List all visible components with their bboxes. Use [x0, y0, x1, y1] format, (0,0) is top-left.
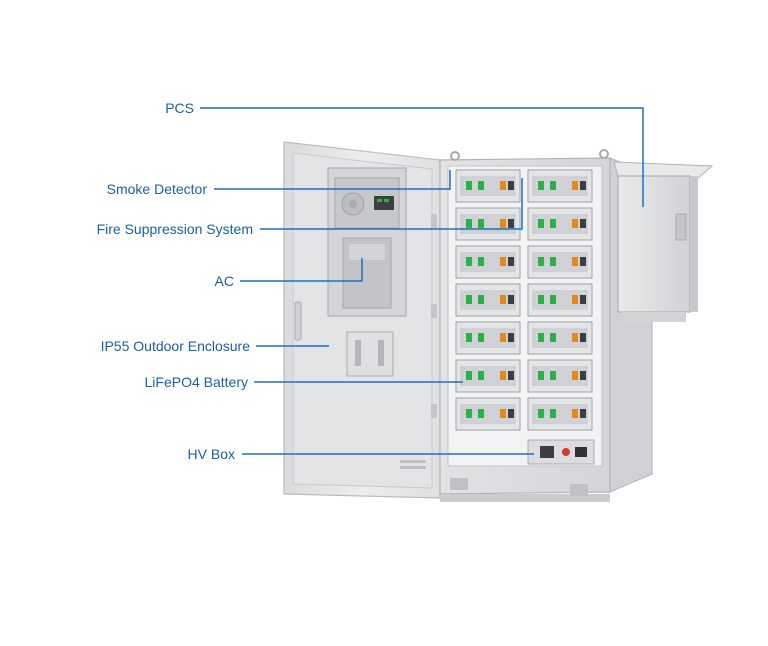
battery-module	[527, 283, 593, 317]
battery-module	[455, 207, 521, 241]
leader-ac	[240, 258, 363, 282]
battery-module	[455, 321, 521, 355]
label-battery: LiFePO4 Battery	[144, 374, 249, 390]
label-smoke-detector: Smoke Detector	[106, 181, 207, 197]
emergency-stop-icon	[562, 448, 570, 456]
label-ac: AC	[214, 273, 234, 289]
door-handle	[294, 301, 302, 341]
door-bracket	[346, 331, 394, 377]
battery-module	[455, 169, 521, 203]
battery-module	[455, 359, 521, 393]
label-enclosure: IP55 Outdoor Enclosure	[100, 338, 250, 354]
label-hv-box: HV Box	[187, 446, 235, 462]
hv-box	[527, 439, 595, 465]
leader-smoke-detector	[214, 170, 451, 190]
battery-module	[527, 207, 593, 241]
pcs-unit	[613, 161, 714, 322]
leader-fire-suppression	[260, 178, 523, 230]
label-pcs: PCS	[165, 100, 194, 116]
label-fire-suppression: Fire Suppression System	[96, 221, 253, 237]
ac-unit	[327, 167, 407, 317]
battery-module	[527, 321, 593, 355]
leader-pcs	[200, 107, 644, 207]
leader-lines	[200, 107, 644, 455]
battery-rack	[455, 169, 593, 431]
battery-module	[455, 397, 521, 431]
battery-module	[527, 169, 593, 203]
battery-module	[527, 359, 593, 393]
battery-module	[455, 245, 521, 279]
battery-module	[527, 245, 593, 279]
battery-module	[527, 397, 593, 431]
battery-module	[455, 283, 521, 317]
